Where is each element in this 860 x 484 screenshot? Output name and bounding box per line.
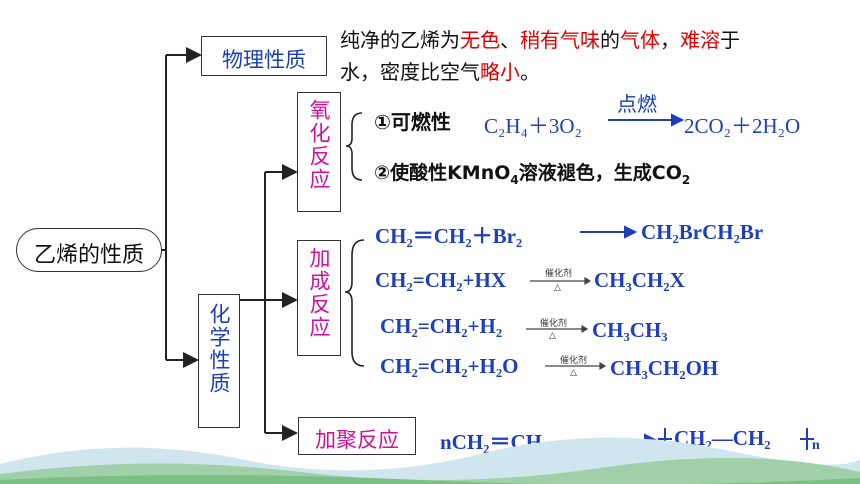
addition-eq3-left: CH₂=CH₂+H₂ — [380, 314, 503, 338]
addition-eq4-left: CH₂=CH₂+H₂O — [380, 354, 519, 378]
desc-text: ， — [660, 28, 680, 52]
combustion-condition: 点燃 — [617, 92, 657, 116]
item2-sub: 4 — [510, 172, 519, 187]
oxidation-box: 氧化反应 — [297, 92, 341, 212]
desc-text: 水，密度比空气 — [340, 60, 480, 84]
physical-properties-label: 物理性质 — [222, 48, 306, 72]
desc-text: 纯净的乙烯为 — [340, 28, 460, 52]
addition-box: 加成反应 — [297, 240, 341, 356]
desc-colorless: 无色 — [460, 28, 500, 52]
chemical-properties-label: 化学性质 — [207, 303, 231, 395]
addition-eq2-right: CH₃CH₂X — [594, 268, 685, 292]
polymerization-box: 加聚反应 — [298, 417, 416, 455]
addition-label: 加成反应 — [307, 247, 331, 339]
root-node: 乙烯的性质 — [16, 228, 162, 272]
decorative-landscape — [0, 437, 860, 484]
polymerization-label: 加聚反应 — [315, 428, 399, 452]
physical-properties-box: 物理性质 — [201, 36, 327, 76]
item2-text: 溶液褪色，生成CO — [518, 162, 682, 184]
eq3-catalyst: 催化剂 — [540, 319, 568, 329]
root-label: 乙烯的性质 — [33, 243, 144, 268]
combustion-eq-left: C₂H₄＋3O₂ — [484, 114, 582, 138]
eq4-heat: △ — [570, 368, 577, 378]
eq2-catalyst: 催化剂 — [545, 269, 573, 279]
eq4-catalyst: 催化剂 — [560, 356, 588, 366]
polymer-bracket-left — [658, 428, 672, 450]
oxidation-label: 氧化反应 — [307, 99, 331, 191]
desc-text: 于 — [720, 28, 740, 52]
eq3-heat: △ — [549, 331, 556, 341]
item2-sub: 2 — [681, 172, 691, 187]
addition-eq1-left: CH₂＝CH₂＋Br₂ — [375, 224, 523, 248]
desc-insoluble: 难溶 — [680, 28, 720, 52]
polymerization-n: n — [812, 438, 820, 453]
addition-eq2-left: CH₂=CH₂+HX — [375, 268, 507, 292]
polymer-bracket-right — [800, 428, 814, 450]
addition-eq4-right: CH₃CH₂OH — [610, 356, 719, 380]
item2-text: ②使酸性KMnO — [374, 162, 511, 184]
oxidation-item-1: ①可燃性 — [374, 110, 451, 134]
desc-text: 的 — [600, 28, 620, 52]
physical-description: 纯净的乙烯为无色、稍有气味的气体，难溶于水，密度比空气略小。 — [340, 24, 840, 88]
eq2-heat: △ — [554, 283, 561, 293]
addition-eq3-right: CH₃CH₃ — [592, 318, 668, 342]
desc-gas: 气体 — [620, 28, 660, 52]
chemical-properties-box: 化学性质 — [198, 294, 240, 428]
desc-odor: 稍有气味 — [520, 28, 600, 52]
desc-slightly-less: 略小 — [480, 60, 520, 84]
combustion-eq-right: 2CO₂＋2H₂O — [684, 114, 801, 138]
oxidation-item-2: ②使酸性KMnO4溶液褪色，生成CO2 — [374, 158, 690, 187]
addition-eq1-right: CH₂BrCH₂Br — [641, 220, 764, 244]
desc-text: 。 — [520, 60, 540, 84]
desc-text: 、 — [500, 28, 520, 52]
